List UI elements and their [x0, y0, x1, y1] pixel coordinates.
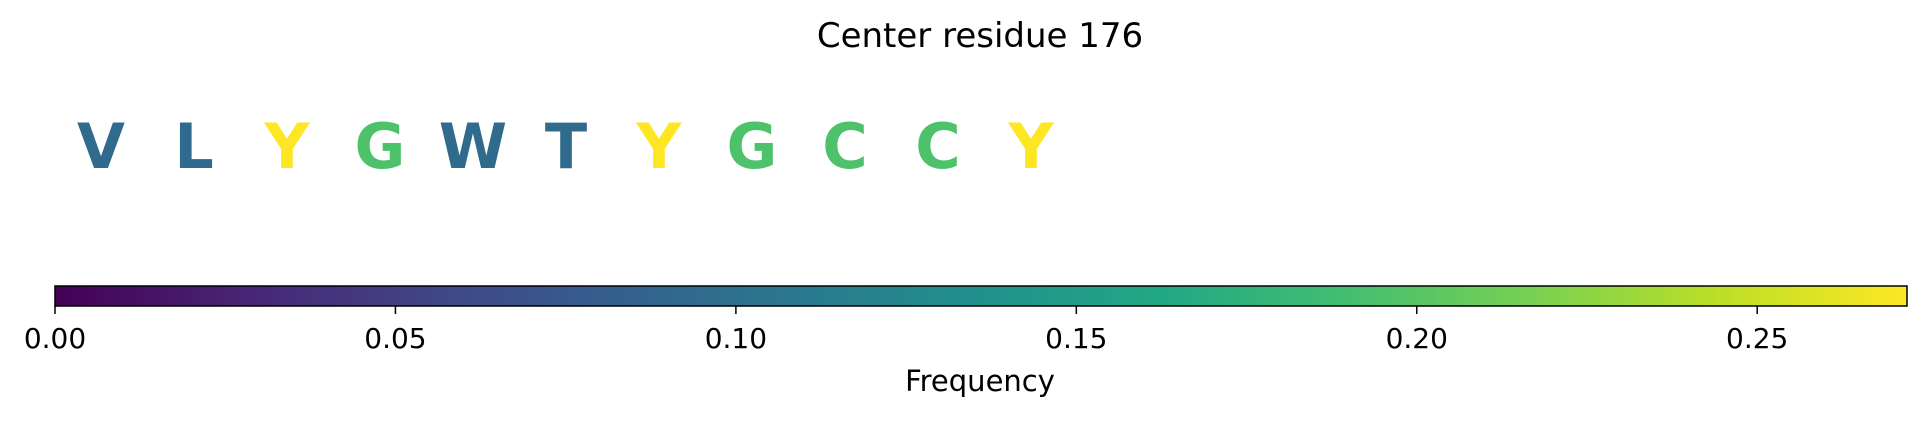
residue-letter: T — [545, 110, 587, 183]
colorbar-tick-label: 0.00 — [24, 322, 86, 355]
residue-letter: Y — [636, 110, 683, 183]
colorbar-tick-label: 0.10 — [705, 322, 767, 355]
colorbar-label: Frequency — [905, 364, 1055, 398]
residue-letter: G — [727, 110, 778, 183]
colorbar-tick-label: 0.05 — [364, 322, 426, 355]
colorbar-tick-label: 0.25 — [1726, 322, 1788, 355]
colorbar-ticks: 0.00 0.05 0.10 0.15 0.20 0.25 — [24, 306, 1788, 355]
colorbar-tick-label: 0.15 — [1045, 322, 1107, 355]
residue-letter: V — [77, 110, 125, 183]
residue-letter: C — [822, 110, 868, 183]
residue-letter: C — [915, 110, 961, 183]
chart-title: Center residue 176 — [817, 16, 1143, 56]
colorbar — [54, 285, 1908, 307]
residue-letter: Y — [1008, 110, 1055, 183]
residue-letter: W — [439, 110, 507, 183]
residue-letter: Y — [264, 110, 311, 183]
colorbar-tick-label: 0.20 — [1386, 322, 1448, 355]
residue-letter: L — [174, 110, 214, 183]
residue-letter: G — [355, 110, 406, 183]
